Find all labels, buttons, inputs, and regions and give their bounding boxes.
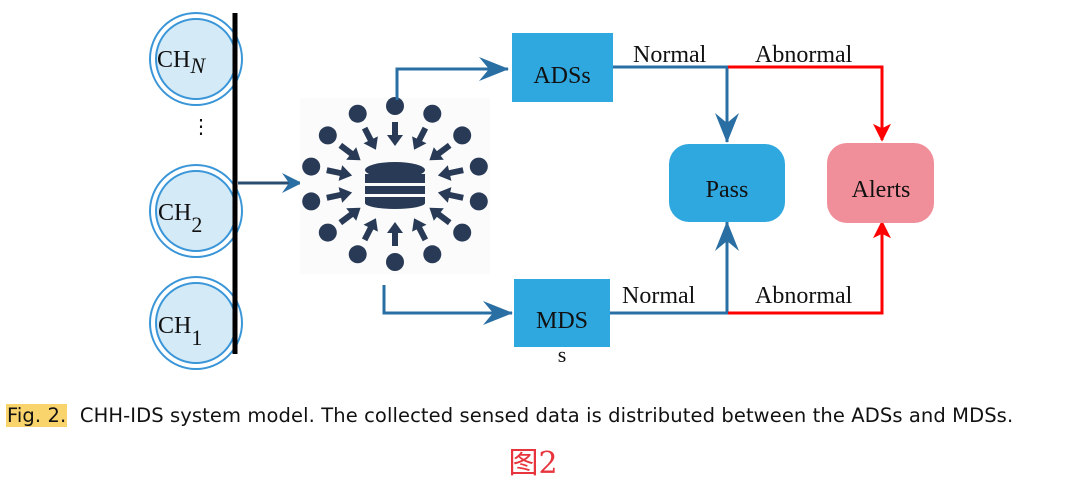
spoke-shaft <box>338 210 355 226</box>
system-model-diagram: CHN ⋮ CH2 CH1 ADSs MDS <box>149 12 934 370</box>
chinese-figure-label: 图2 <box>508 446 558 481</box>
hub-spoke <box>412 218 442 264</box>
spoke-shaft <box>326 167 344 177</box>
ads-normal-label: Normal <box>633 42 707 68</box>
spoke-dot <box>386 97 404 115</box>
spoke-dot <box>469 192 488 211</box>
ads-abnormal-label: Abnormal <box>755 42 853 68</box>
mds-label: MDS <box>536 308 588 334</box>
hub-spoke <box>437 187 488 211</box>
hub-spoke <box>348 218 378 264</box>
hub-spoke <box>386 97 404 146</box>
channel-ch-n: CHN <box>149 12 243 106</box>
spoke-shaft <box>338 142 355 158</box>
spoke-arrowhead <box>429 147 444 161</box>
spoke-dot <box>318 223 337 242</box>
hub-spoke <box>318 207 361 242</box>
ads-label: ADSs <box>533 63 590 89</box>
hub-spoke <box>429 207 472 242</box>
hub-spoke <box>386 222 404 271</box>
hub-spoke <box>412 104 442 150</box>
spoke-arrowhead <box>387 135 403 146</box>
spoke-arrowhead <box>412 218 427 232</box>
spoke-shaft <box>435 210 452 226</box>
hub-to-mds-arrow <box>382 285 513 325</box>
mds-to-alerts-arrow <box>728 220 891 315</box>
spoke-dot <box>423 245 442 264</box>
channel-label: CHN <box>157 47 206 78</box>
hub-spoke <box>437 157 488 181</box>
spoke-arrowhead <box>387 222 403 233</box>
database-hub-icon <box>300 97 490 274</box>
spoke-dot <box>453 126 472 145</box>
hub-spoke <box>429 126 472 161</box>
ads-node: ADSs <box>512 33 613 102</box>
spoke-arrowhead <box>338 187 353 203</box>
hub-spoke <box>302 157 353 181</box>
spoke-dot <box>348 245 367 264</box>
spoke-dot <box>453 223 472 242</box>
spoke-arrowhead <box>346 147 361 161</box>
channel-label: CH2 <box>158 200 202 237</box>
hub-spoke <box>348 104 378 150</box>
figure-label: Fig. 2. <box>6 404 68 427</box>
spoke-shaft <box>361 126 375 144</box>
figure-caption: Fig. 2. CHH-IDS system model. The collec… <box>6 404 1066 427</box>
mds-normal-label: Normal <box>622 283 696 309</box>
spoke-shaft <box>361 224 375 242</box>
ads-to-alerts-arrow <box>728 65 891 142</box>
spoke-dot <box>469 157 488 176</box>
spoke-arrowhead <box>363 218 378 232</box>
mds-label-overflow: s <box>558 342 567 367</box>
spoke-dot <box>302 157 321 176</box>
alerts-node: Alerts <box>827 143 934 223</box>
spoke-shaft <box>415 126 429 144</box>
spoke-dot <box>318 126 337 145</box>
hub-to-ads-arrow <box>395 57 509 100</box>
spoke-dot <box>348 104 367 123</box>
channel-ch-1: CH1 <box>149 276 243 370</box>
hub-spoke <box>302 187 353 211</box>
spoke-shaft <box>435 142 452 158</box>
caption-text: CHH-IDS system model. The collected sens… <box>79 404 1014 427</box>
spoke-shaft <box>415 224 429 242</box>
database-icon <box>365 162 425 209</box>
channel-ch-2: CH2 <box>149 164 243 258</box>
pass-node: Pass <box>669 144 785 222</box>
spoke-arrowhead <box>437 187 452 203</box>
spoke-arrowhead <box>346 207 361 221</box>
channel-label: CH1 <box>158 313 202 350</box>
ellipsis-vertical: ⋮ <box>191 116 211 138</box>
spoke-arrowhead <box>437 165 452 181</box>
hub-spoke <box>318 126 361 161</box>
mds-node: MDS s <box>514 279 610 367</box>
spoke-shaft <box>446 191 464 201</box>
spoke-arrowhead <box>363 136 378 150</box>
spoke-arrowhead <box>412 136 427 150</box>
alerts-label: Alerts <box>852 177 911 203</box>
spoke-shaft <box>326 191 344 201</box>
mds-abnormal-label: Abnormal <box>755 283 853 309</box>
spoke-dot <box>423 104 442 123</box>
spoke-arrowhead <box>338 165 353 181</box>
spoke-dot <box>302 192 321 211</box>
pass-label: Pass <box>706 177 749 203</box>
spoke-arrowhead <box>429 207 444 221</box>
spoke-dot <box>386 253 404 271</box>
spoke-shaft <box>446 167 464 177</box>
